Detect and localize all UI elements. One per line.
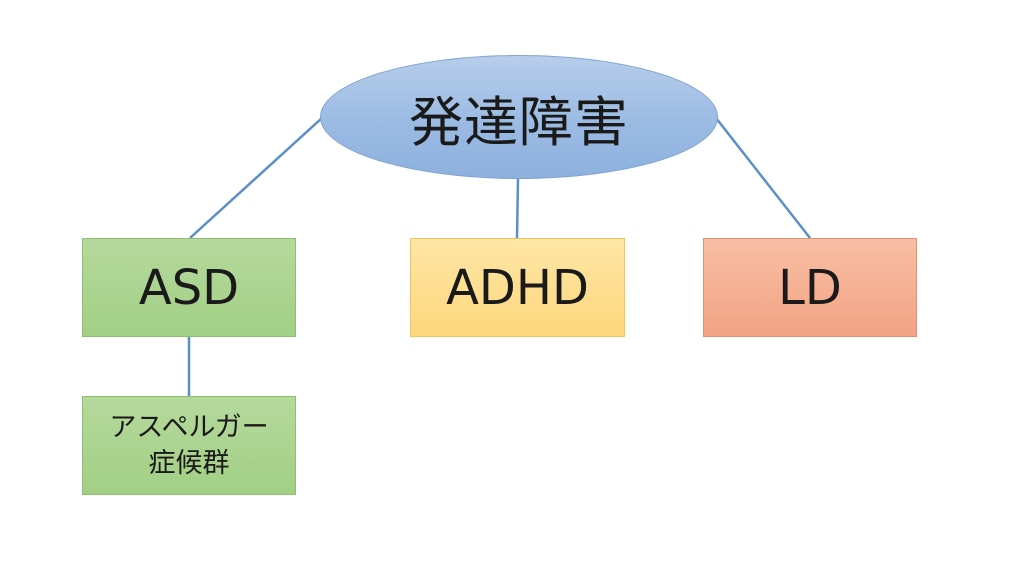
connector-root-ld <box>715 117 811 239</box>
node-asperger-syndrome: アスペルガー 症候群 <box>82 396 296 495</box>
node-asd-label: ASD <box>138 259 240 316</box>
connector-root-asd <box>189 117 323 239</box>
node-asperger-label-line1: アスペルガー <box>109 412 269 444</box>
root-node-label: 発達障害 <box>409 90 629 154</box>
node-ld-label: LD <box>778 259 842 316</box>
node-asperger-label-line2: 症候群 <box>148 447 230 479</box>
node-ld: LD <box>703 238 917 337</box>
connector-root-adhd <box>515 178 520 239</box>
node-adhd-label: ADHD <box>446 259 589 316</box>
root-node-developmental-disorder: 発達障害 <box>320 55 718 179</box>
node-adhd: ADHD <box>410 238 625 337</box>
node-asd: ASD <box>82 238 296 337</box>
